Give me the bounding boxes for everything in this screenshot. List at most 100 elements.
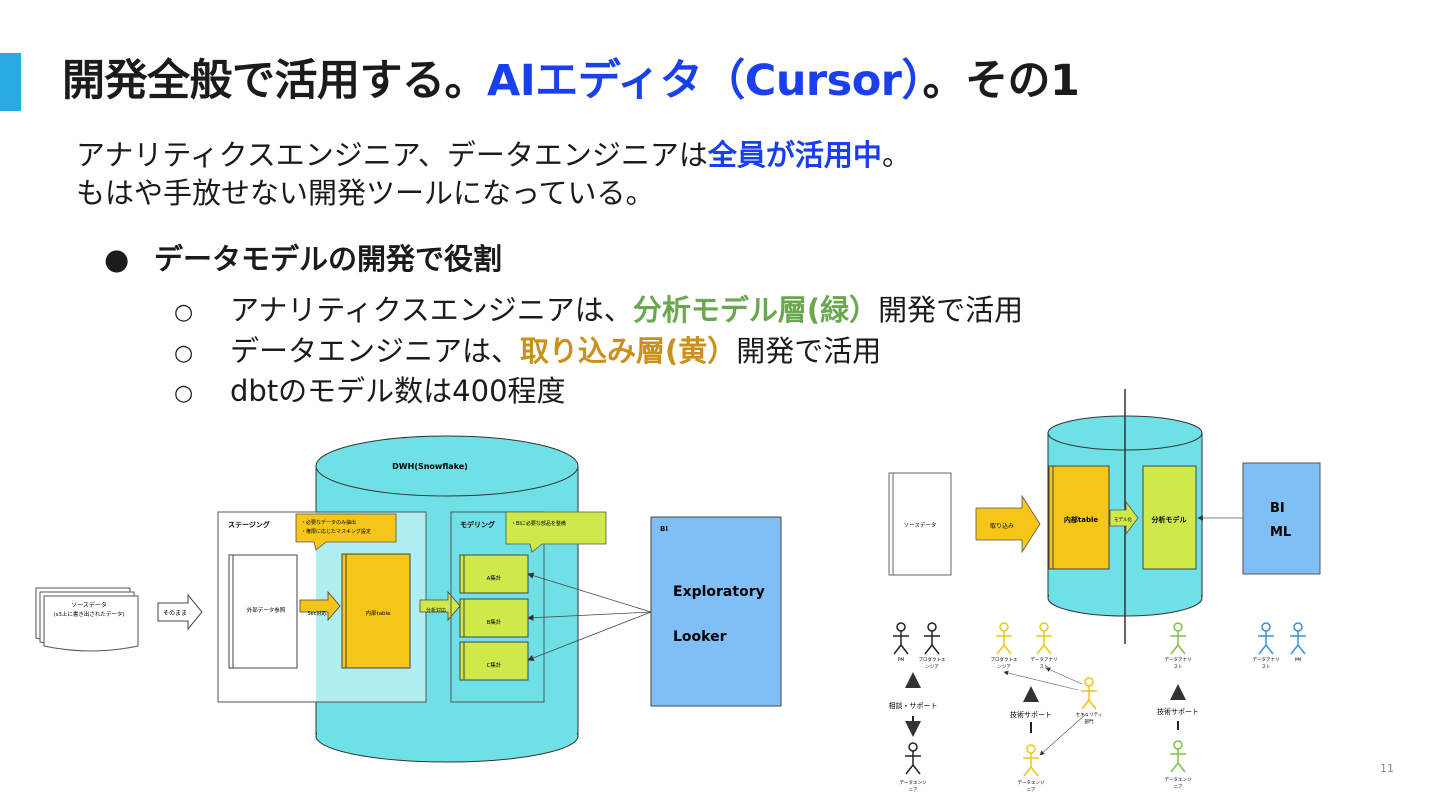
staging-box: ステージング 外部データ参照 Sec対応 内部table ・必要なデータのみ抽出… (217, 511, 427, 703)
product-engineer-figure (924, 622, 940, 655)
bi-title: BI (660, 525, 668, 533)
lead-line2: もはや手放せない開発ツールになっている。 (76, 176, 655, 210)
data-eng-yellow-label-1: データエンジ (1018, 779, 1045, 786)
right-source-label: ソースデータ (904, 521, 937, 529)
data-eng-label-1: データエンジ (900, 779, 927, 786)
analysis-model-label: 分析モデル (1152, 515, 1187, 524)
sec-arrow-label: Sec対応 (308, 610, 327, 617)
bi-label: BI (1270, 501, 1285, 516)
data-analyst-green-figure (1170, 622, 1186, 655)
bi-item-exploratory: Exploratory (673, 584, 765, 600)
data-eng-green-label-2: ニア (1174, 784, 1183, 790)
product-eng-b-label-2: ンジア (997, 664, 1011, 670)
sub1-highlight: 分析モデル層(緑） (632, 293, 879, 327)
product-eng-b-label-1: プロダクトエ (991, 656, 1018, 663)
data-analyst-blue-figure (1258, 622, 1274, 655)
accent-bar (0, 53, 21, 111)
source-data-doc: ソースデータ (s3上に書き出されたデータ) (35, 587, 139, 652)
right-internal-table: 内部table (1064, 515, 1098, 524)
model-arrow-label: モデル化 (1114, 516, 1132, 523)
data-analyst-label-2: スト (1040, 664, 1049, 670)
data-engineer-figure (905, 742, 921, 775)
security-figure (1081, 677, 1097, 710)
title-main: 開発全般で活用する。 (62, 56, 488, 106)
people-group-pm: PM プロダクトエ ンジア 相談・サポート データエンジ ニア (889, 622, 946, 793)
staging-note-1: ・必要なデータのみ抽出 (301, 519, 356, 526)
ingest-arrow-label: 取り込み (990, 522, 1014, 530)
sub-bullet-marker: ○ (174, 299, 194, 325)
ingest-arrow: 取り込み (975, 494, 1041, 554)
slide-title: 開発全般で活用する。AIエディタ（Cursor）。その1 (62, 46, 1080, 108)
agg-c-label: C集計 (487, 661, 502, 669)
analysis-arrow-label: 分析対応 (426, 607, 446, 614)
staging-title: ステージング (228, 520, 270, 529)
data-analyst-c-label-2: スト (1174, 664, 1183, 670)
title-end: 。その1 (922, 56, 1080, 106)
as-is-arrow: そのまま (157, 593, 203, 631)
sub-bullet-3: ○ dbtのモデル数は400程度 (174, 368, 566, 410)
agg-b-label: B集計 (487, 618, 502, 626)
left-architecture-diagram: ソースデータ (s3上に書き出されたデータ) そのまま DWH(Snowflak… (35, 435, 782, 763)
ml-label: ML (1270, 525, 1291, 540)
title-highlight: AIエディタ（Cursor） (487, 56, 923, 106)
data-analyst-yellow-figure (1036, 622, 1052, 655)
sub-bullet-2: ○ データエンジニアは、取り込み層(黄）開発で活用 (174, 328, 881, 370)
sub1-suffix: 開発で活用 (878, 293, 1024, 327)
data-engineer-green-figure (1170, 740, 1186, 773)
right-source-doc: ソースデータ (888, 472, 952, 576)
pm-blue-figure (1290, 622, 1306, 655)
sub-bullet-marker: ○ (174, 380, 194, 406)
modeling-title: モデリング (460, 520, 495, 529)
sub3-text: dbtのモデル数は400程度 (230, 374, 566, 408)
sub2-prefix: データエンジニアは、 (230, 334, 521, 368)
sub2-suffix: 開発で活用 (736, 334, 882, 368)
pm-blue-label: PM (1295, 657, 1302, 663)
product-eng-label-2: ンジア (925, 664, 939, 670)
data-engineer-yellow-figure (1023, 744, 1039, 777)
sub2-highlight: 取り込み層(黄） (520, 334, 737, 368)
people-group-green: データアナリ スト 技術サポート データエンジ ニア (1157, 622, 1199, 790)
bullet-text: データモデルの開発で役割 (154, 242, 503, 276)
page-number: 11 (1380, 762, 1394, 775)
pm-label: PM (898, 657, 905, 663)
data-eng-green-label-1: データエンジ (1165, 776, 1192, 783)
security-label-1: セキュリティ (1076, 712, 1103, 718)
data-analyst-label-1: データアナリ (1031, 656, 1058, 663)
data-analyst-d-label-1: データアナリ (1253, 656, 1280, 663)
tech-support-2-label: 技術サポート (1157, 707, 1199, 716)
right-dwh-cylinder: 内部table モデル化 分析モデル (1047, 389, 1203, 644)
product-eng-label-1: プロダクトエ (919, 656, 946, 663)
modeling-note: ・BIに必要な部品を整備 (511, 520, 566, 527)
lead-line1-highlight: 全員が活用中 (707, 138, 882, 172)
modeling-box: モデリング A集計 B集計 C集計 ・BIに必要な部品を整備 (450, 511, 607, 703)
consult-support-label: 相談・サポート (889, 701, 938, 710)
data-eng-yellow-label-2: ニア (1027, 787, 1036, 793)
source-label-2: (s3上に書き出されたデータ) (53, 610, 124, 618)
agg-a-label: A集計 (487, 574, 502, 582)
bullet-item: ● データモデルの開発で役割 (104, 236, 502, 278)
bi-ml-box: BI ML (1197, 462, 1321, 575)
lead-line1-suffix: 。 (881, 138, 911, 172)
tech-support-label: 技術サポート (1010, 710, 1052, 719)
sub1-prefix: アナリティクスエンジニアは、 (230, 293, 633, 327)
security-label-2: 部門 (1085, 718, 1094, 725)
sub-bullet-1: ○ アナリティクスエンジニアは、分析モデル層(緑）開発で活用 (174, 287, 1023, 329)
bullet-dot: ● (104, 242, 130, 276)
lead-text: アナリティクスエンジニア、データエンジニアは全員が活用中。 もはや手放せない開発… (76, 136, 911, 212)
as-is-label: そのまま (163, 610, 187, 617)
lead-line1-prefix: アナリティクスエンジニア、データエンジニアは (76, 138, 708, 172)
sub-bullet-marker: ○ (174, 340, 194, 366)
staging-note-2: ・権限に応じたマスキング設定 (301, 528, 371, 535)
analysis-arrow: 分析対応 (419, 590, 461, 622)
right-architecture-diagram: ソースデータ 取り込み 内部table モデル化 分析モデル BI ML (888, 389, 1321, 793)
data-eng-label-2: ニア (909, 787, 918, 793)
external-ref-label: 外部データ参照 (247, 606, 286, 614)
internal-table-label: 内部table (366, 609, 392, 617)
dwh-title: DWH(Snowflake) (392, 462, 468, 471)
bi-box: BI Exploratory Looker (527, 516, 782, 707)
people-group-security: プロダクトエ ンジア データアナリ スト 技術サポート セキュリティ 部門 デー… (991, 622, 1103, 793)
source-label-1: ソースデータ (71, 601, 107, 609)
people-group-blue: データアナリ スト PM (1253, 622, 1306, 670)
pm-figure (893, 622, 909, 655)
